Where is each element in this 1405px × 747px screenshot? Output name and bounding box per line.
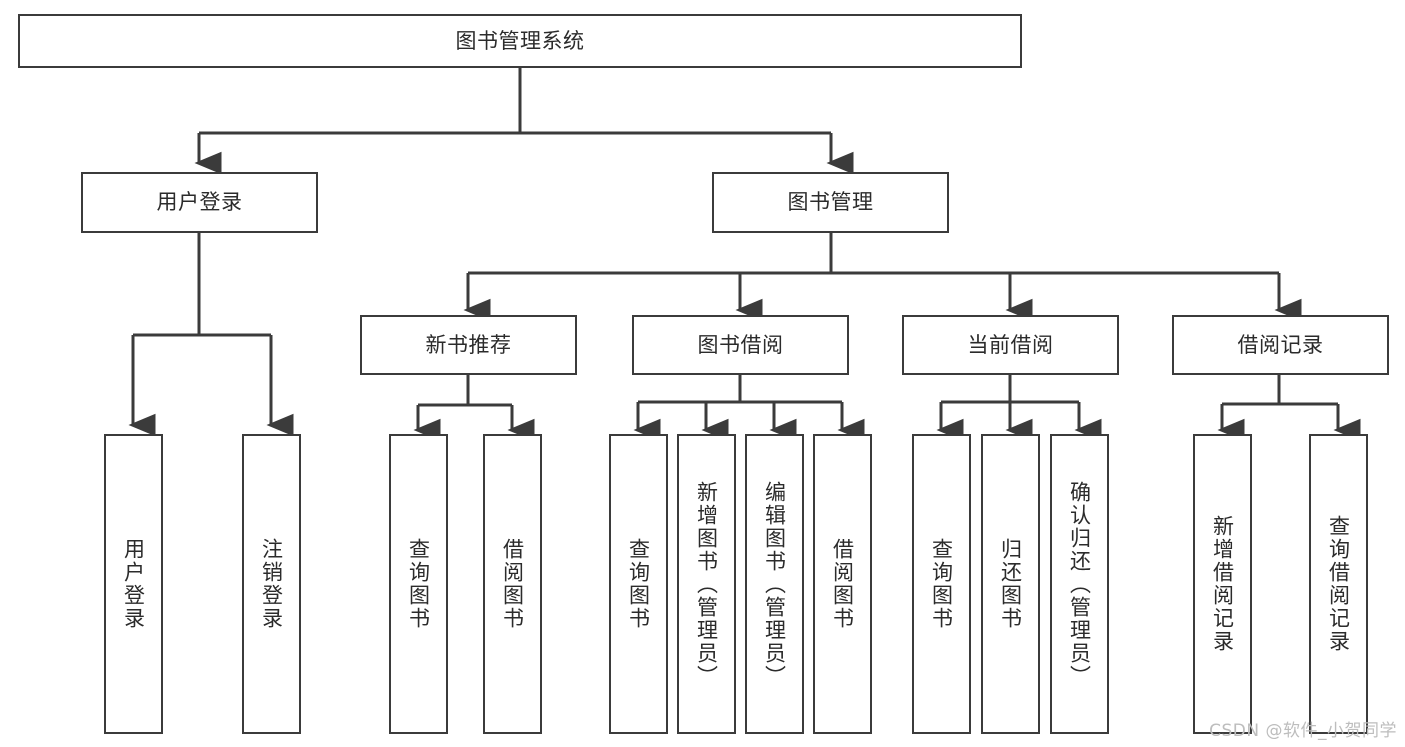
node-label: 借阅记录: [1237, 332, 1324, 357]
node-leaf-borrow-book-new[interactable]: 借阅图书: [483, 434, 542, 734]
watermark-text: CSDN @软件_小贺同学: [1209, 721, 1397, 741]
node-label: 用户登录: [156, 190, 243, 215]
node-borrow-record[interactable]: 借阅记录: [1172, 315, 1389, 375]
node-label: 借阅图书: [830, 538, 855, 630]
node-leaf-logout[interactable]: 注销登录: [242, 434, 301, 734]
node-label: 借阅图书: [500, 538, 525, 630]
node-label: 确认归还（管理员）: [1067, 480, 1092, 688]
node-root-book-management-system[interactable]: 图书管理系统: [18, 14, 1022, 68]
node-label: 图书借阅: [697, 332, 784, 357]
node-leaf-query-book-new[interactable]: 查询图书: [389, 434, 448, 734]
node-label: 查询借阅记录: [1326, 515, 1351, 653]
node-leaf-borrow-book[interactable]: 借阅图书: [813, 434, 872, 734]
node-leaf-query-book-current[interactable]: 查询图书: [912, 434, 971, 734]
node-label: 图书管理系统: [455, 28, 585, 53]
node-leaf-confirm-return-admin[interactable]: 确认归还（管理员）: [1050, 434, 1109, 734]
node-label: 归还图书: [998, 538, 1023, 630]
node-leaf-add-borrow-record[interactable]: 新增借阅记录: [1193, 434, 1252, 734]
node-leaf-edit-book-admin[interactable]: 编辑图书（管理员）: [745, 434, 804, 734]
node-leaf-query-book-borrow[interactable]: 查询图书: [609, 434, 668, 734]
node-book-management[interactable]: 图书管理: [712, 172, 949, 233]
node-new-book-recommend[interactable]: 新书推荐: [360, 315, 577, 375]
node-label: 查询图书: [406, 538, 431, 630]
node-leaf-query-borrow-record[interactable]: 查询借阅记录: [1309, 434, 1368, 734]
node-current-borrow[interactable]: 当前借阅: [902, 315, 1119, 375]
node-label: 用户登录: [121, 538, 146, 630]
node-label: 查询图书: [929, 538, 954, 630]
node-leaf-add-book-admin[interactable]: 新增图书（管理员）: [677, 434, 736, 734]
node-leaf-return-book[interactable]: 归还图书: [981, 434, 1040, 734]
node-label: 新增借阅记录: [1210, 515, 1235, 653]
node-label: 查询图书: [626, 538, 651, 630]
node-label: 图书管理: [787, 190, 874, 215]
node-label: 新增图书（管理员）: [694, 480, 719, 688]
node-label: 编辑图书（管理员）: [762, 480, 787, 688]
node-label: 当前借阅: [967, 332, 1054, 357]
node-label: 注销登录: [259, 538, 284, 630]
node-leaf-user-login[interactable]: 用户登录: [104, 434, 163, 734]
node-label: 新书推荐: [425, 332, 512, 357]
node-book-borrow[interactable]: 图书借阅: [632, 315, 849, 375]
node-user-login[interactable]: 用户登录: [81, 172, 318, 233]
